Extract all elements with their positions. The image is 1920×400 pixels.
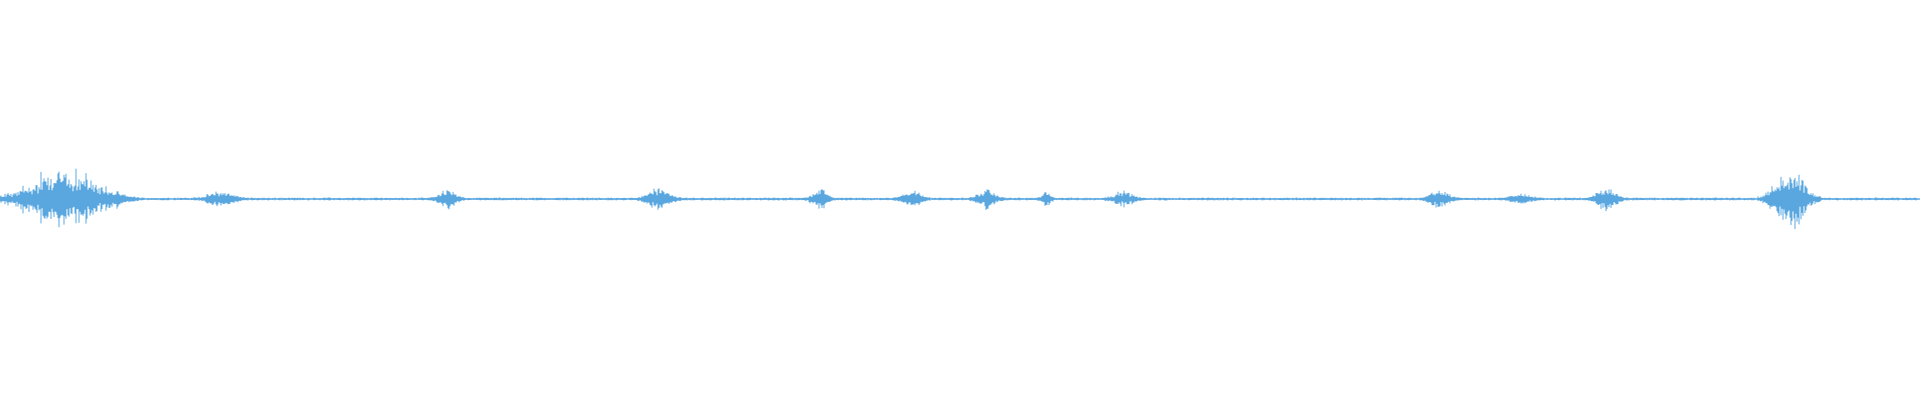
waveform-samples: [0, 168, 1920, 229]
